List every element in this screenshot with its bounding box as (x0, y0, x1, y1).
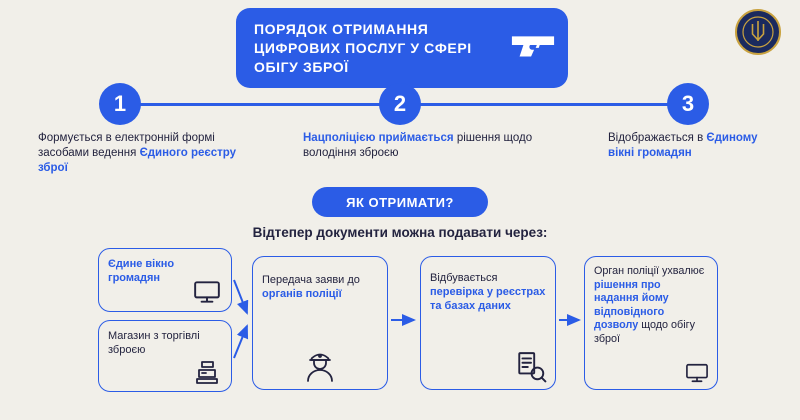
step-3-text: Відображається в Єдиному вікні громадян (608, 131, 776, 161)
step-1-text: Формується в електронній формі засобами … (38, 131, 236, 176)
step-2-circle: 2 (379, 83, 421, 125)
flow-step-verification-plain: Відбувається (430, 272, 498, 284)
source-box-citizens-window: Єдине вікно громадян (98, 248, 232, 312)
flow-subtitle: Відтепер документи можна подавати через: (252, 225, 548, 240)
source-box-gun-shop: Магазин з торгівлі зброєю (98, 320, 232, 392)
step-3-circle: 3 (667, 83, 709, 125)
flow-step-verification: Відбувається перевірка у реєстрах та баз… (420, 256, 556, 390)
flow-step-decision-plain2: щодо обігу зброї (594, 319, 695, 345)
flow-step-decision-accent: рішення про надання йому відповідного до… (594, 278, 669, 332)
step-2-text: Нацполіцією приймається рішення щодо вол… (303, 131, 538, 161)
step-3-number: 3 (681, 91, 695, 116)
step-2-number: 2 (393, 91, 407, 116)
step-3-text-plain: Відображається в (608, 132, 704, 144)
source-box-citizens-window-label: Єдине вікно громадян (108, 258, 175, 284)
flow-step-application-accent: органів поліції (262, 288, 342, 300)
computer-monitor-icon (194, 281, 220, 303)
police-badge-logo (735, 9, 781, 55)
step-2-text-accent: Нацполіцією приймається (303, 132, 454, 144)
flow-step-application-plain: Передача заяви до (262, 274, 360, 286)
title-line-3: ОБІГУ ЗБРОЇ (254, 59, 349, 75)
step-1-text-accent: Єдиного реєстру зброї (38, 147, 237, 174)
flow-step-verification-accent: перевірка у реєстрах та базах даних (430, 286, 546, 312)
step-2-text-plain: рішення щодо володіння зброєю (303, 132, 533, 159)
registry-search-icon (518, 352, 547, 383)
flow-step-decision: Орган поліції ухвалює рішення про наданн… (584, 256, 718, 390)
step-1-circle: 1 (99, 83, 141, 125)
step-1-number: 1 (113, 91, 127, 116)
source-box-gun-shop-label: Магазин з торгівлі зброєю (108, 330, 200, 356)
title-banner: ПОРЯДОК ОТРИМАННЯ ЦИФРОВИХ ПОСЛУГ У СФЕР… (236, 8, 568, 88)
flow-step-decision-plain1: Орган поліції ухвалює (594, 265, 705, 277)
flow-step-application: Передача заяви до органів поліції (252, 256, 388, 390)
step-1-text-plain: Формується в електронній формі засобами … (38, 132, 215, 159)
how-to-get-button[interactable]: ЯК ОТРИМАТИ? (312, 187, 488, 217)
title-line-2: ЦИФРОВИХ ПОСЛУГ У СФЕРІ (254, 40, 472, 56)
cash-register-icon (196, 361, 218, 384)
computer-monitor-icon (686, 363, 708, 383)
policeman-icon (307, 353, 333, 382)
pistol-icon (511, 36, 555, 57)
title-line-1: ПОРЯДОК ОТРИМАННЯ (254, 21, 429, 37)
step-3-text-accent: Єдиному вікні громадян (608, 132, 758, 159)
